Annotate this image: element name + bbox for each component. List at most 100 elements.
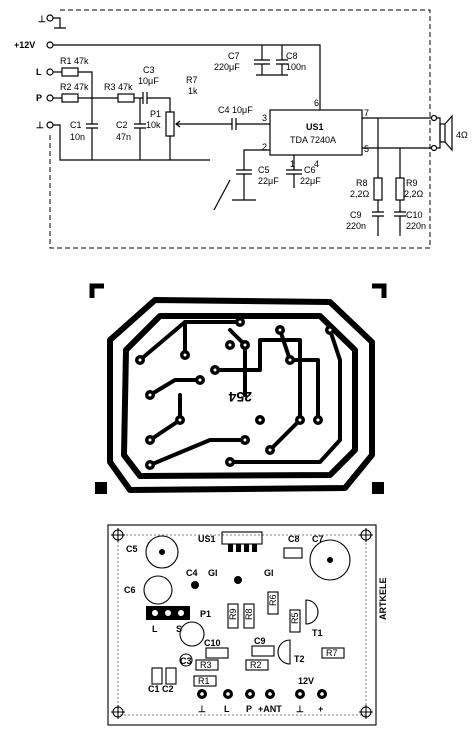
c10-value: 220n (406, 221, 426, 231)
r8-name: R8 (356, 178, 368, 188)
r7-value: 1k (188, 86, 198, 96)
pad-label-gnd2: ⊥ (296, 704, 304, 714)
resistor-r3 (117, 93, 135, 103)
r9-name: R9 (406, 178, 418, 188)
corner-mark-tl (89, 283, 104, 298)
c9-name: C9 (350, 210, 362, 220)
speaker-icon (439, 123, 446, 143)
c9-value: 220n (346, 221, 366, 231)
terminal-vcc-label: +12V (14, 40, 35, 50)
capacitor-c4 (184, 118, 270, 130)
layout-t1 (305, 599, 319, 625)
pcb-layout: 254 (89, 283, 387, 494)
resistor-r8 (373, 177, 383, 201)
pad-label-gnd1: ⊥ (198, 704, 206, 714)
terminal-gnd-top (46, 14, 54, 22)
amplifier-us1 (269, 109, 363, 156)
schematic-diagram: ⊥ +12V L P ⊥ R1 47k R2 47k R3 47k C3 10μ… (14, 9, 468, 249)
terminal-left (46, 68, 54, 76)
layout-r6 (267, 591, 279, 615)
c4-label: C4 10μF (218, 105, 253, 115)
r3-label: R3 47k (104, 82, 133, 92)
layout-r3-label: R3 (200, 660, 212, 670)
c5-name: C5 (258, 165, 270, 175)
c6-name: C6 (304, 165, 316, 175)
terminal-right-label: P (36, 93, 42, 103)
c6-value: 22μF (300, 176, 321, 186)
us1-value: TDA 7240A (290, 135, 336, 145)
layout-r1-label: R1 (198, 676, 210, 686)
layout-c5-label: C5 (126, 544, 138, 554)
pin-5: 5 (364, 144, 369, 154)
pad-label-l: L (224, 704, 230, 714)
terminal-right (46, 94, 54, 102)
corner-mark-tr (372, 283, 387, 298)
layout-l-label: L (152, 624, 158, 634)
c2-value: 47n (116, 132, 131, 142)
layout-t1-label: T1 (312, 628, 323, 638)
layout-r9-label: R9 (228, 608, 238, 620)
c1-name: C1 (70, 120, 82, 130)
corner-mark-br (372, 482, 384, 494)
layout-r2 (245, 659, 269, 671)
gnd-top-wire (53, 17, 66, 29)
r9-value: 2,2Ω (404, 189, 424, 199)
layout-us1 (221, 531, 263, 545)
resistor-r9 (395, 177, 405, 201)
layout-us1-label: US1 (198, 534, 216, 544)
resistor-r2 (61, 93, 79, 103)
layout-c10-label: C10 (204, 638, 221, 648)
layout-12v-label: 12V (298, 676, 314, 686)
layout-c4-label: C4 (186, 568, 198, 578)
layout-r1 (193, 675, 217, 687)
layout-r9 (227, 603, 239, 629)
layout-c3-label: C3 (180, 656, 192, 666)
pin-1: 1 (290, 159, 295, 169)
terminal-gnd-top-label: ⊥ (38, 14, 46, 24)
layout-t2-label: T2 (294, 654, 305, 664)
outer-ground-trace (107, 297, 375, 493)
p1-value: 10k (146, 120, 161, 130)
pcb-board-number: 254 (228, 389, 252, 405)
layout-brand: ARTKELE (378, 578, 388, 621)
layout-s-label: S (176, 624, 182, 634)
layout-r2-label: R2 (250, 660, 262, 670)
layout-c7-label: C7 (312, 534, 324, 544)
layout-r5-label: R5 (290, 612, 300, 624)
capacitor-c1 (86, 98, 98, 160)
output-wires (362, 117, 432, 149)
layout-c9-label: C9 (254, 636, 266, 646)
r1-label: R1 47k (60, 56, 89, 66)
r7-name: R7 (186, 75, 198, 85)
pin-6: 6 (314, 98, 319, 108)
enclosure-outline (49, 9, 431, 249)
pad-label-plus: + (318, 704, 323, 714)
c7-name: C7 (228, 51, 240, 61)
r2-label: R2 47k (60, 82, 89, 92)
capacitor-c2 (134, 98, 146, 160)
layout-p1-label: P1 (200, 609, 211, 619)
us1-name: US1 (306, 122, 324, 132)
layout-c9 (251, 645, 275, 657)
r8-value: 2,2Ω (350, 189, 370, 199)
capacitor-c10 (394, 200, 406, 236)
pin-4: 4 (314, 159, 319, 169)
terminal-vcc (46, 41, 54, 49)
layout-r8 (243, 603, 255, 629)
layout-c7 (309, 539, 351, 581)
layout-r8-label: R8 (244, 608, 254, 620)
potentiometer-p1 (165, 111, 175, 137)
c2-name: C2 (116, 120, 128, 130)
layout-r6-label: R6 (268, 594, 278, 606)
c5-value: 22μF (258, 176, 279, 186)
layout-gl2-label: Gl (264, 568, 274, 578)
c1-value: 10n (70, 132, 85, 142)
c10-name: C10 (406, 210, 423, 220)
p1-name: P1 (150, 109, 161, 119)
layout-board-outline (107, 524, 377, 726)
capacitor-c7 (254, 45, 270, 75)
layout-r7-label: R7 (326, 648, 338, 658)
capacitor-c9 (372, 200, 384, 236)
terminal-gnd-bottom (46, 121, 54, 129)
